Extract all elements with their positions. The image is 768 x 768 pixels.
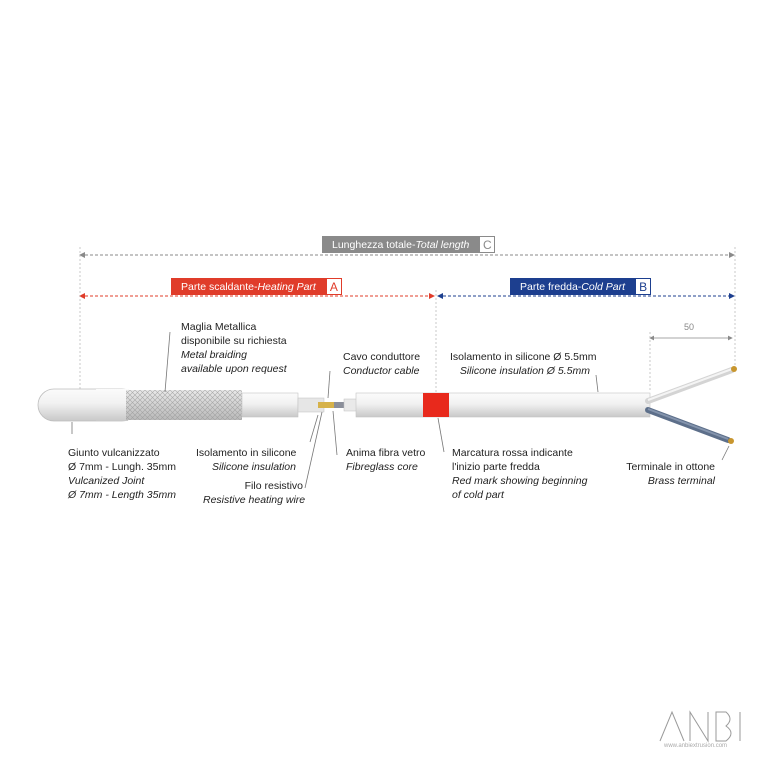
cold-part-letter: B (635, 278, 652, 295)
resistive-wire (318, 402, 336, 408)
fiberglass-callout: Anima fibra vetro Fibreglass core (346, 447, 426, 473)
cold-part-tag: Parte fredda - Cold Part B (510, 278, 652, 295)
cold-part-label: Parte fredda (520, 280, 578, 293)
red-mark (423, 393, 449, 417)
red-mark-callout: Marcatura rossa indicante l'inizio parte… (452, 447, 588, 501)
brass-terminal-lower (728, 438, 734, 444)
braid-callout: Maglia Metallica disponibile su richiest… (181, 321, 287, 375)
leader-lines (71, 331, 730, 489)
heating-cable (37, 366, 737, 444)
silicone-insulation-segment (241, 392, 299, 418)
anbi-logo-mark (659, 710, 741, 743)
heating-part-label-en: Heating Part (257, 280, 316, 293)
total-length-label-en: Total length (415, 238, 470, 251)
dimension-lines (79, 247, 736, 395)
brass-terminal-upper (731, 366, 737, 372)
cold-insulation-callout: Isolamento in silicone Ø 5.5mm Silicone … (450, 351, 597, 377)
heating-part-tag: Parte scaldante - Heating Part A (171, 278, 342, 295)
fiberglass-core (334, 402, 348, 408)
dimension-50-label: 50 (684, 322, 695, 332)
conductor-callout: Cavo conduttore Conductor cable (343, 351, 421, 377)
cold-insulation (355, 392, 651, 418)
joint-callout: Giunto vulcanizzato Ø 7mm - Lungh. 35mm … (68, 447, 176, 501)
insulation-callout: Isolamento in silicone Silicone insulati… (196, 447, 297, 473)
logo-url: www.anbiextrusion.com (664, 743, 728, 749)
total-length-tag: Lunghezza totale - Total length C (322, 236, 496, 253)
heating-part-letter: A (325, 278, 342, 295)
heating-part-label: Parte scaldante (181, 280, 254, 293)
total-length-label: Lunghezza totale (332, 238, 412, 251)
resistive-wire-callout: Filo resistivo Resistive heating wire (203, 480, 306, 506)
cold-part-label-en: Cold Part (581, 280, 626, 293)
total-length-letter: C (479, 236, 496, 253)
terminal-callout: Terminale in ottone Brass terminal (626, 461, 715, 487)
